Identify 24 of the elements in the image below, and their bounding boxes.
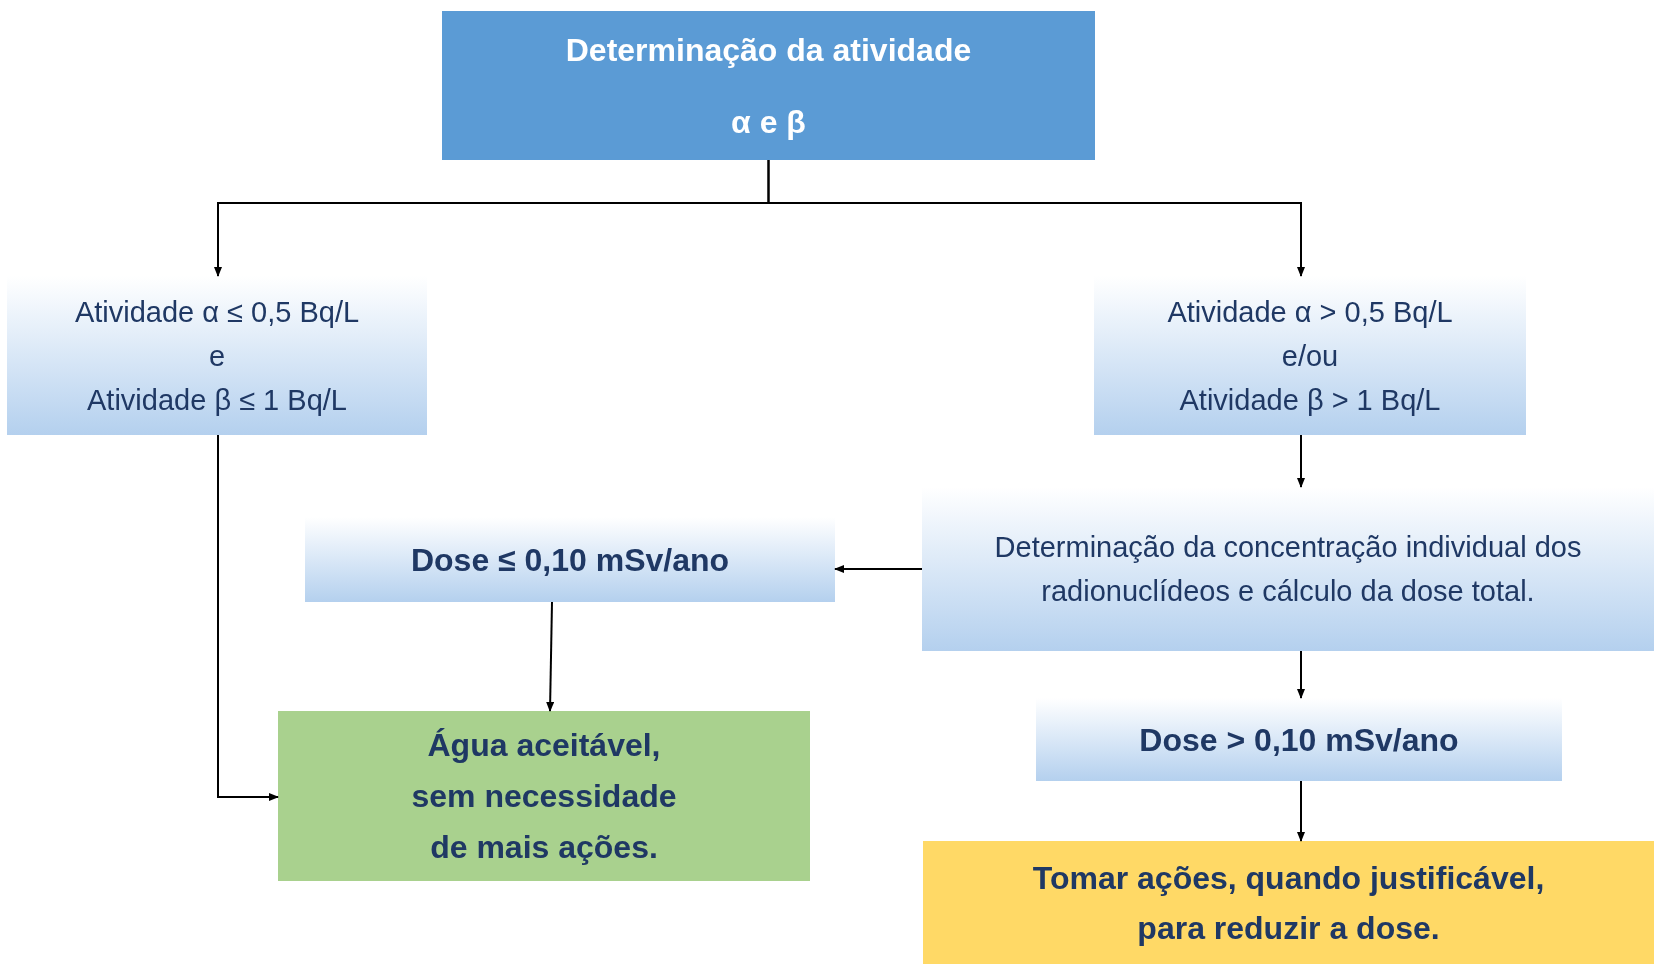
- node-text: Água aceitável, sem necessidade de mais ações.: [410, 725, 678, 867]
- node-text: α e β: [730, 102, 807, 142]
- node-text: Atividade α ≤ 0,5 Bq/L: [73, 294, 361, 330]
- node-text: Determinação da concentração individual dos radionuclídeos e cálculo da dose total.: [993, 530, 1583, 609]
- node-text: Dose ≤ 0,10 mSv/ano: [409, 540, 731, 580]
- outcome-box: [923, 841, 1654, 964]
- arrow: [1297, 780, 1305, 842]
- node-text: Atividade β ≤ 1 Bq/L: [86, 382, 348, 418]
- arrow: [546, 601, 555, 712]
- node-text: Determinação da atividade: [564, 30, 973, 70]
- arrow: [1297, 650, 1305, 699]
- node-text: Dose > 0,10 mSv/ano: [1138, 720, 1460, 760]
- arrow: [217, 434, 279, 801]
- arrow: [767, 159, 1305, 277]
- node-text: Atividade α > 0,5 Bq/L: [1166, 294, 1454, 330]
- node-text: Tomar ações, quando justificável, para reduzir a dose.: [1031, 858, 1546, 948]
- outcome-box: [278, 711, 810, 881]
- node-text: Atividade β > 1 Bq/L: [1178, 382, 1442, 418]
- arrow: [1297, 434, 1305, 488]
- start-box: [442, 11, 1095, 160]
- node-text: e: [207, 338, 227, 374]
- result-box: [305, 517, 835, 602]
- node-text: e/ou: [1280, 338, 1340, 374]
- arrow: [834, 565, 923, 573]
